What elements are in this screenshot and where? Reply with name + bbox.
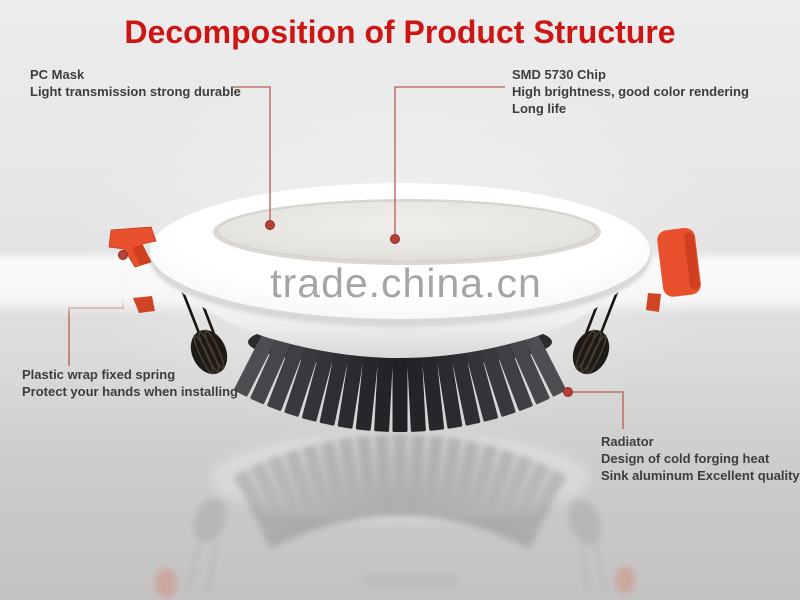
callout-pc-mask-title: PC Mask <box>30 67 85 82</box>
callout-spring-title: Plastic wrap fixed spring <box>22 367 176 382</box>
callout-smd-chip: SMD 5730 Chip High brightness, good colo… <box>512 66 749 117</box>
right-spring <box>572 286 621 375</box>
radiator-leader-line <box>568 391 624 429</box>
watermark: trade.china.cn <box>270 260 542 306</box>
left-clip-foot <box>133 296 155 313</box>
right-clip-foot <box>646 293 661 312</box>
pc-mask-diffuser <box>217 200 597 262</box>
leader-lines <box>233 86 624 429</box>
right-spring-reflection <box>568 499 635 594</box>
callout-spring-line: Protect your hands when installing <box>22 384 238 399</box>
right-spring-clip <box>657 227 701 297</box>
callout-radiator-line: Sink aluminum Excellent quality <box>601 468 800 483</box>
pc-mask-leader-line <box>233 86 271 224</box>
left-spring-clip <box>108 226 157 268</box>
faint-bottom-watermark <box>362 574 458 587</box>
callout-smd-chip-line: Long life <box>512 101 567 116</box>
callout-radiator: Radiator Design of cold forging heat Sin… <box>601 433 800 484</box>
left-spring <box>179 286 228 375</box>
callout-spring: Plastic wrap fixed spring Protect your h… <box>22 366 238 400</box>
page-title: Decomposition of Product Structure <box>124 14 676 50</box>
pc-mask-leader-dot <box>265 220 275 230</box>
smd-chip-leader-line <box>394 86 505 238</box>
floor-reflection <box>155 433 635 598</box>
callout-radiator-line: Design of cold forging heat <box>601 451 770 466</box>
callout-smd-chip-line: High brightness, good color rendering <box>512 84 749 99</box>
callout-pc-mask-line: Light transmission strong durable <box>30 84 241 99</box>
left-spring-reflection <box>155 497 227 598</box>
callout-smd-chip-title: SMD 5730 Chip <box>512 67 606 82</box>
smd-chip-leader-dot <box>390 234 400 244</box>
spring-leader-dot <box>118 250 128 260</box>
leader-dots <box>118 220 573 397</box>
callout-pc-mask: PC Mask Light transmission strong durabl… <box>30 66 241 100</box>
callout-radiator-title: Radiator <box>601 434 654 449</box>
radiator-leader-dot <box>563 387 573 397</box>
